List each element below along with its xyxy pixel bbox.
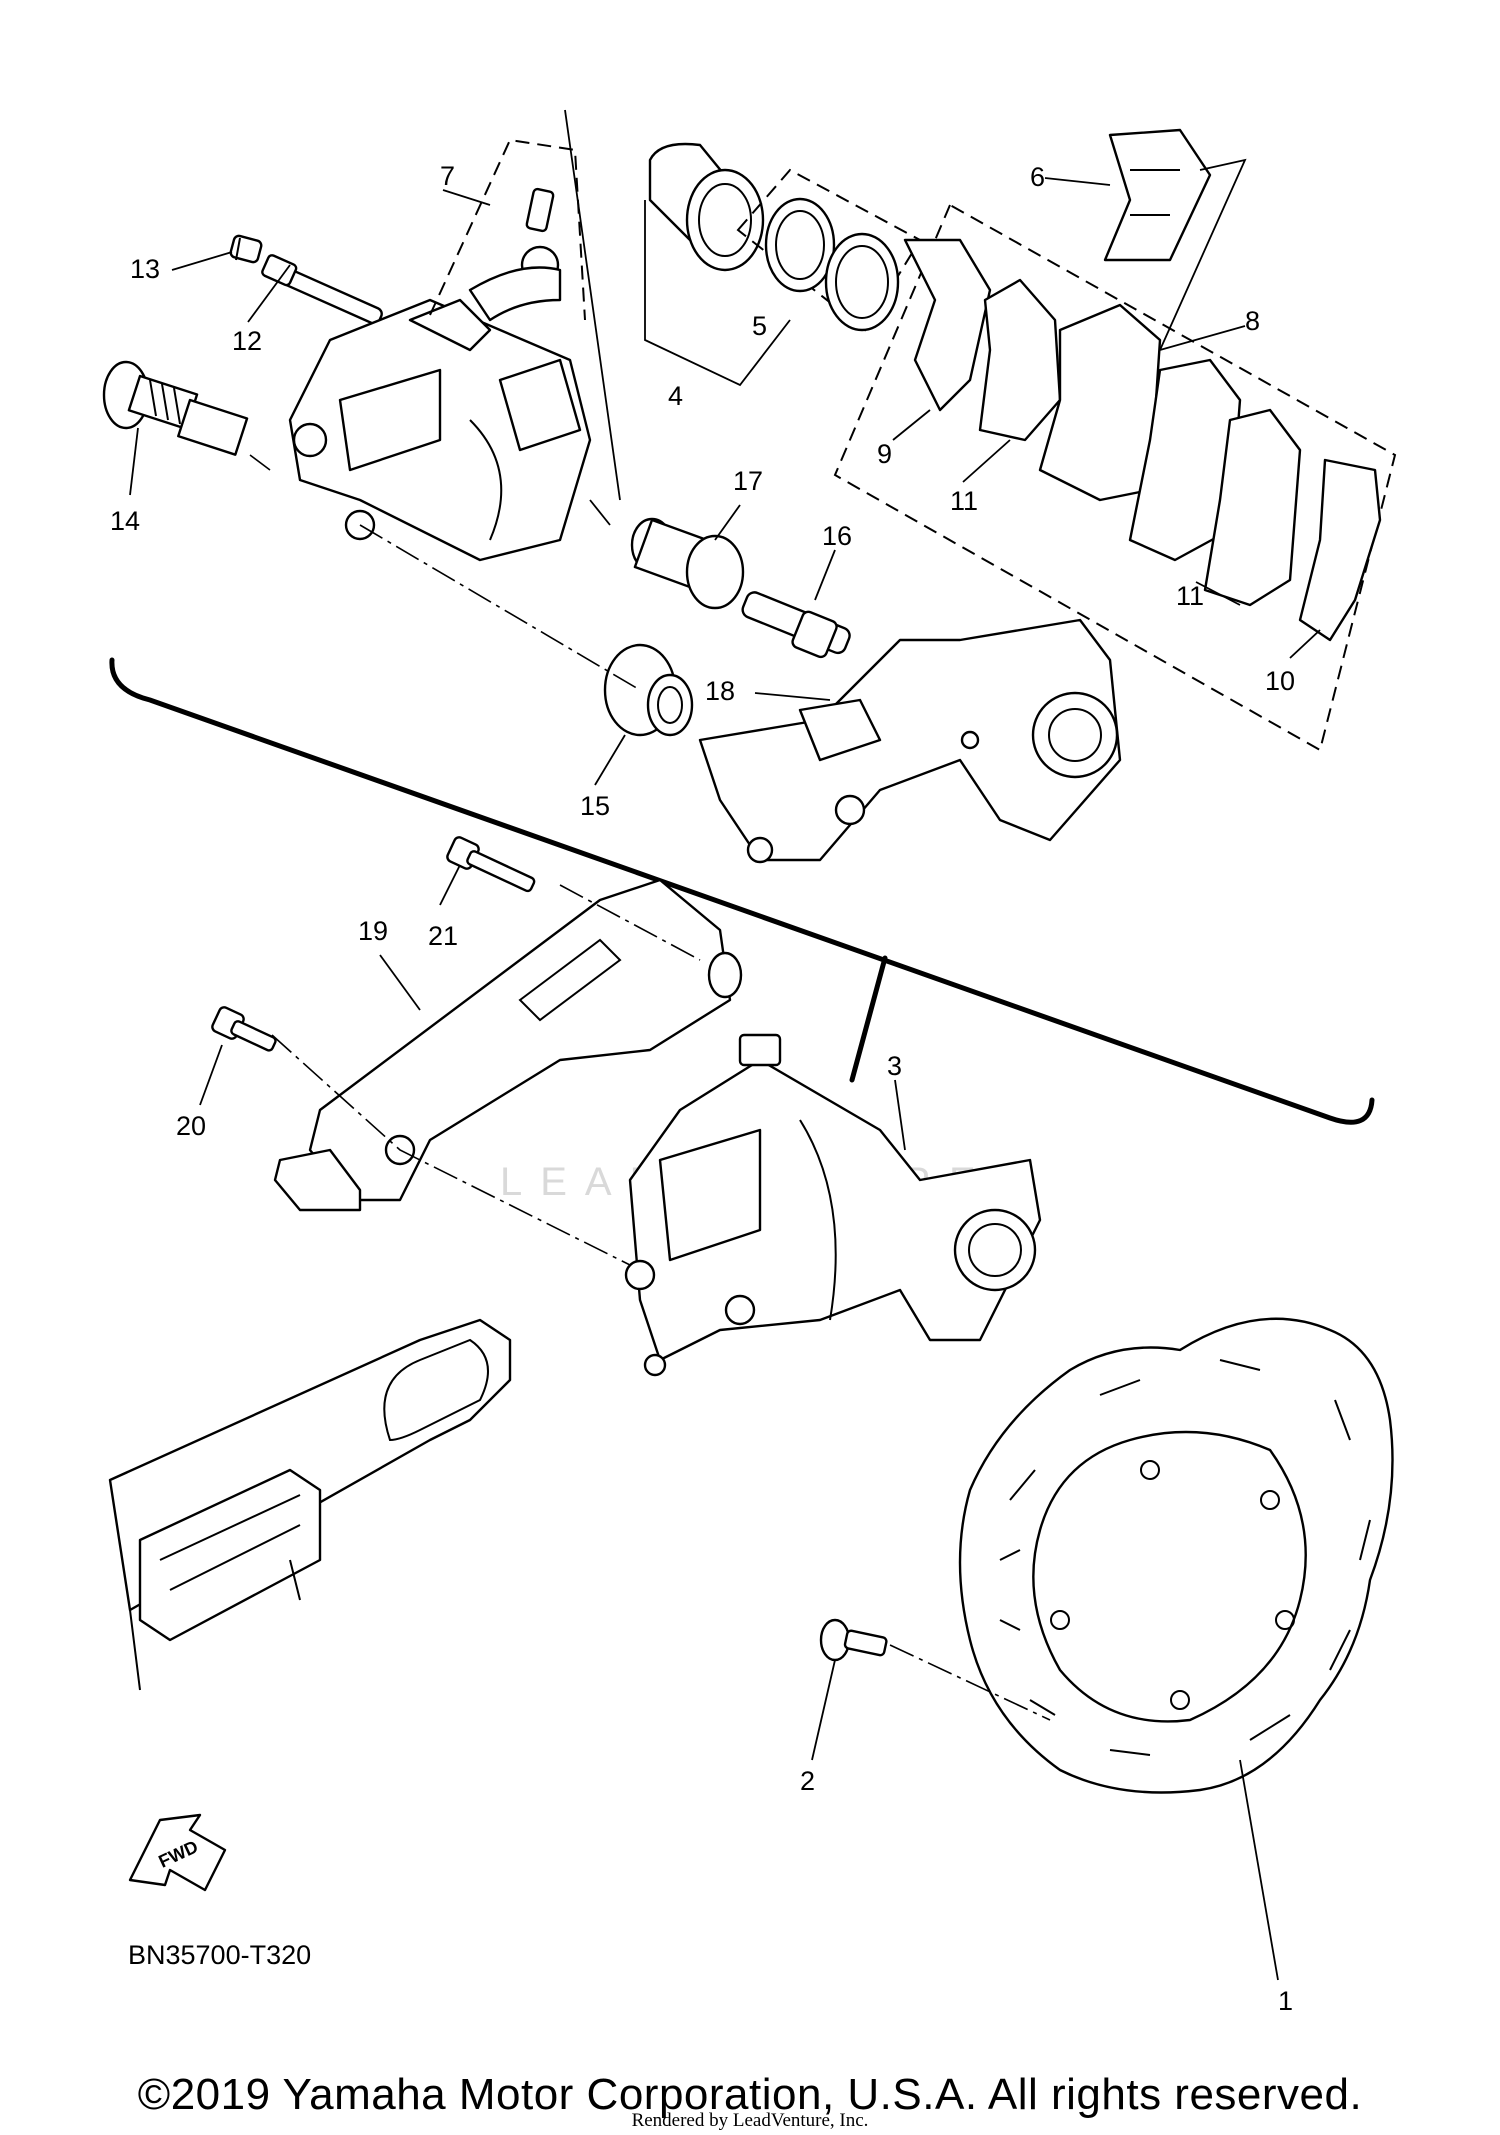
leader-7 xyxy=(442,189,491,206)
leader-11b xyxy=(1195,581,1241,606)
part-5-seals xyxy=(764,197,900,332)
fwd-direction-arrow: FWD xyxy=(128,1813,227,1892)
callout-18: 18 xyxy=(705,676,735,706)
callout-9: 9 xyxy=(877,439,892,469)
callout-4: 4 xyxy=(668,381,683,411)
group-brace-tick xyxy=(849,955,888,1083)
leader-8 xyxy=(1158,158,1247,352)
part-11-pad-a xyxy=(978,278,1062,442)
part-6-pad-spring xyxy=(1103,128,1212,262)
leader-18 xyxy=(754,692,831,701)
callout-19: 19 xyxy=(358,916,388,946)
leader-3 xyxy=(894,1079,906,1151)
callout-1: 1 xyxy=(1278,1986,1293,2016)
part-9-shim xyxy=(903,238,992,412)
leader-1 xyxy=(1239,1759,1279,1981)
part-7-group-box xyxy=(429,138,586,321)
part-8-pad-center xyxy=(1038,303,1162,502)
leader-10 xyxy=(1289,629,1321,659)
callout-10: 10 xyxy=(1265,666,1295,696)
part-12-pin xyxy=(261,254,383,325)
part-4-piston xyxy=(648,142,765,272)
part-10-shim xyxy=(1298,458,1382,642)
callout-7: 7 xyxy=(440,161,455,191)
part-15-boot xyxy=(603,643,694,737)
group-brace xyxy=(109,657,1375,1125)
leader-14 xyxy=(129,427,139,496)
part-13-bleed-cap xyxy=(229,234,263,264)
part-14-caliper-bolt xyxy=(102,360,249,456)
callout-12: 12 xyxy=(232,326,262,356)
copyright-notice: ©2019 Yamaha Motor Corporation, U.S.A. A… xyxy=(137,2070,1363,2119)
callout-20: 20 xyxy=(176,1111,206,1141)
callout-11a: 11 xyxy=(950,486,978,516)
assembly-line xyxy=(271,1034,641,1271)
part-2-disc-bolt xyxy=(819,1618,888,1662)
part-1-brake-disc xyxy=(958,1317,1394,1794)
assembly-line xyxy=(889,1644,1051,1721)
leader-21 xyxy=(439,864,461,906)
upper-caliper-body xyxy=(288,298,592,562)
part-11-pad-b xyxy=(1128,358,1242,562)
callout-14: 14 xyxy=(110,506,140,536)
part-3-caliper-assembly xyxy=(624,1033,1042,1377)
leader-15 xyxy=(594,734,626,786)
callout-15: 15 xyxy=(580,791,610,821)
part-7-bleeder xyxy=(468,187,562,322)
callout-2: 2 xyxy=(800,1766,815,1796)
leader-20 xyxy=(199,1044,223,1106)
leader-17 xyxy=(714,504,741,541)
callout-13: 13 xyxy=(130,254,160,284)
callout-6: 6 xyxy=(1030,162,1045,192)
callout-5: 5 xyxy=(752,311,767,341)
rendered-by-notice: Rendered by LeadVenture, Inc. xyxy=(631,2110,869,2131)
part-4-5-bracket xyxy=(644,200,791,387)
part-19-caliper-guard xyxy=(273,878,743,1212)
assembly-line xyxy=(359,524,641,691)
upper-caliper-bracket xyxy=(698,618,1122,864)
leader-11a xyxy=(962,439,1011,483)
callout-11b: 11 xyxy=(1176,581,1204,611)
leader-16 xyxy=(814,549,836,601)
leader-2 xyxy=(811,1659,836,1761)
callout-17: 17 xyxy=(733,466,763,496)
leader-13 xyxy=(171,251,233,271)
part-8-group-box xyxy=(833,203,1397,752)
callout-8: 8 xyxy=(1245,306,1260,336)
part-21-bolt xyxy=(446,836,536,893)
assembly-line xyxy=(564,109,621,501)
part-20-bolt xyxy=(211,1006,277,1052)
callout-21: 21 xyxy=(428,921,458,951)
part-11-pad-c xyxy=(1203,408,1302,607)
leader-12 xyxy=(247,264,291,323)
assembly-line xyxy=(589,499,611,526)
part-17-bush xyxy=(630,517,745,610)
leader-19 xyxy=(379,954,421,1011)
leader-9 xyxy=(892,409,931,441)
callout-3: 3 xyxy=(887,1051,902,1081)
leader-6 xyxy=(1044,177,1111,186)
swingarm xyxy=(108,1318,512,1691)
part-16-pin xyxy=(741,591,851,659)
assembly-line xyxy=(559,884,701,961)
assembly-line xyxy=(249,454,271,471)
callout-16: 16 xyxy=(822,521,852,551)
diagram-code: BN35700-T320 xyxy=(128,1940,312,1970)
